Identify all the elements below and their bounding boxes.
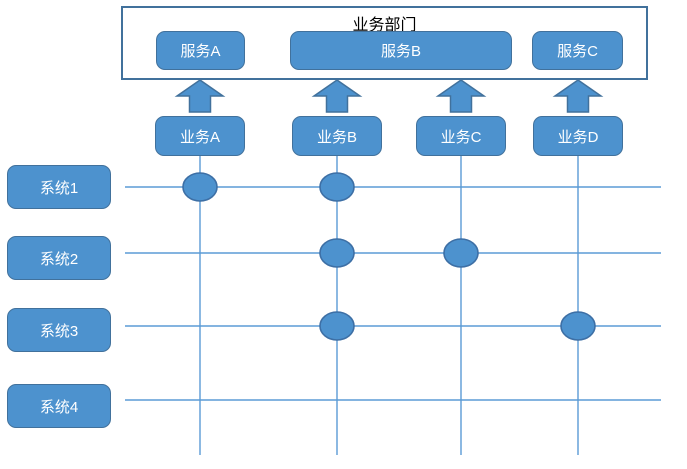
link-dot-system3-businessB	[319, 311, 355, 341]
business-box-a: 业务A	[155, 116, 245, 156]
up-arrow-businessC	[435, 79, 487, 113]
service-box-c-label: 服务C	[557, 43, 598, 60]
grid-column-lines	[199, 156, 579, 455]
link-dots	[182, 172, 596, 341]
business-box-b-label: 业务B	[316, 128, 357, 146]
service-box-b-label: 服务B	[380, 43, 421, 60]
up-arrows	[174, 79, 604, 113]
link-dot-system1-businessA	[182, 172, 218, 202]
system-box-4: 系统4	[7, 384, 111, 428]
link-dot-system3-businessD	[560, 311, 596, 341]
system-box-3-label: 系统3	[39, 322, 79, 340]
system-box-3: 系统3	[7, 308, 111, 352]
grid-row-lines	[125, 186, 661, 401]
business-box-d-label: 业务D	[557, 128, 599, 146]
system-box-1-label: 系统1	[39, 179, 79, 197]
link-dot-system1-businessB	[319, 172, 355, 202]
system-box-1: 系统1	[7, 165, 111, 209]
business-box-a-label: 业务A	[179, 128, 220, 146]
system-box-2: 系统2	[7, 236, 111, 280]
up-arrow-businessA	[174, 79, 226, 113]
business-department-title: 业务部门	[352, 17, 417, 34]
up-arrow-businessB	[311, 79, 363, 113]
business-box-d: 业务D	[533, 116, 623, 156]
system-box-2-label: 系统2	[39, 250, 79, 268]
system-box-4-label: 系统4	[39, 398, 79, 416]
link-dot-system2-businessC	[443, 238, 479, 268]
service-box-b: 服务B	[290, 31, 512, 70]
up-arrow-businessD	[552, 79, 604, 113]
service-box-a: 服务A	[156, 31, 245, 70]
service-box-c: 服务C	[532, 31, 623, 70]
service-box-a-label: 服务A	[180, 43, 221, 60]
business-box-c: 业务C	[416, 116, 506, 156]
business-box-b: 业务B	[292, 116, 382, 156]
link-dot-system2-businessB	[319, 238, 355, 268]
business-box-c-label: 业务C	[440, 128, 482, 146]
